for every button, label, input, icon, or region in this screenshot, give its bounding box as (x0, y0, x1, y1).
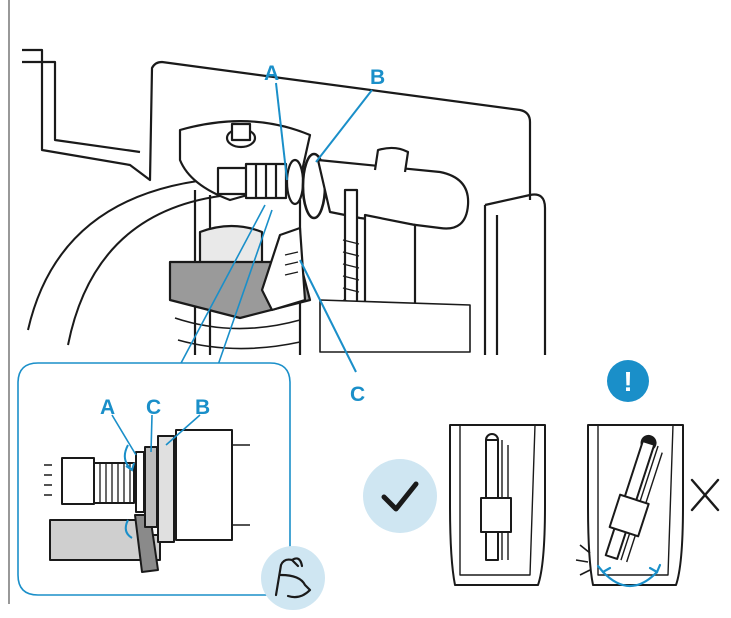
detail-label-a: A (100, 396, 115, 419)
warning-badge (607, 360, 649, 402)
tighten-arrows (123, 444, 135, 539)
float-lower (174, 317, 301, 350)
hose-nut (216, 166, 250, 196)
rotate-arrows-icon (596, 563, 662, 587)
detail-label-b: B (195, 396, 210, 419)
cistern-rim-inner (22, 60, 141, 154)
cistern-side-wall (483, 193, 547, 355)
detail-leaders (111, 414, 201, 456)
incorrect-view (575, 424, 684, 586)
correct-view (449, 424, 546, 586)
leader-b (315, 89, 373, 163)
float-cup (198, 224, 264, 267)
detail-label-c: C (146, 396, 161, 419)
detail-washer-a (135, 451, 145, 513)
strength-badge (261, 546, 325, 610)
leader-c (299, 259, 357, 373)
zoom-leaders (179, 204, 273, 366)
detail-panel: A C B (17, 362, 325, 610)
impact-marks (575, 544, 591, 576)
incorrect-cistern-outline (587, 424, 684, 586)
detail-housing (175, 429, 233, 541)
correct-badge (363, 459, 437, 533)
flexed-arm-icon (274, 557, 312, 599)
detail-nut (61, 457, 95, 505)
detail-ring-b (157, 435, 175, 543)
valve-stem (230, 122, 252, 142)
correct-cistern-outline (449, 424, 546, 586)
leader-a (275, 82, 288, 181)
clip-c (260, 226, 307, 312)
label-c: C (350, 383, 365, 406)
cistern-illustration (22, 48, 547, 355)
detail-clip-c (144, 446, 158, 528)
main-callout-leaders (275, 82, 373, 373)
incorrect-rod-assembly (604, 434, 663, 563)
washer-a (285, 158, 305, 206)
detail-thread (93, 462, 135, 504)
exclamation-icon: ! (623, 366, 632, 397)
cross-icon (690, 478, 720, 512)
water-hose (27, 177, 229, 346)
base-tray (319, 299, 471, 353)
label-b: B (370, 66, 385, 89)
checkmark-icon (381, 481, 419, 512)
correct-float (480, 497, 512, 533)
valve-arm-detail (373, 146, 410, 173)
label-a: A (264, 62, 279, 85)
cistern-rim (22, 48, 532, 200)
